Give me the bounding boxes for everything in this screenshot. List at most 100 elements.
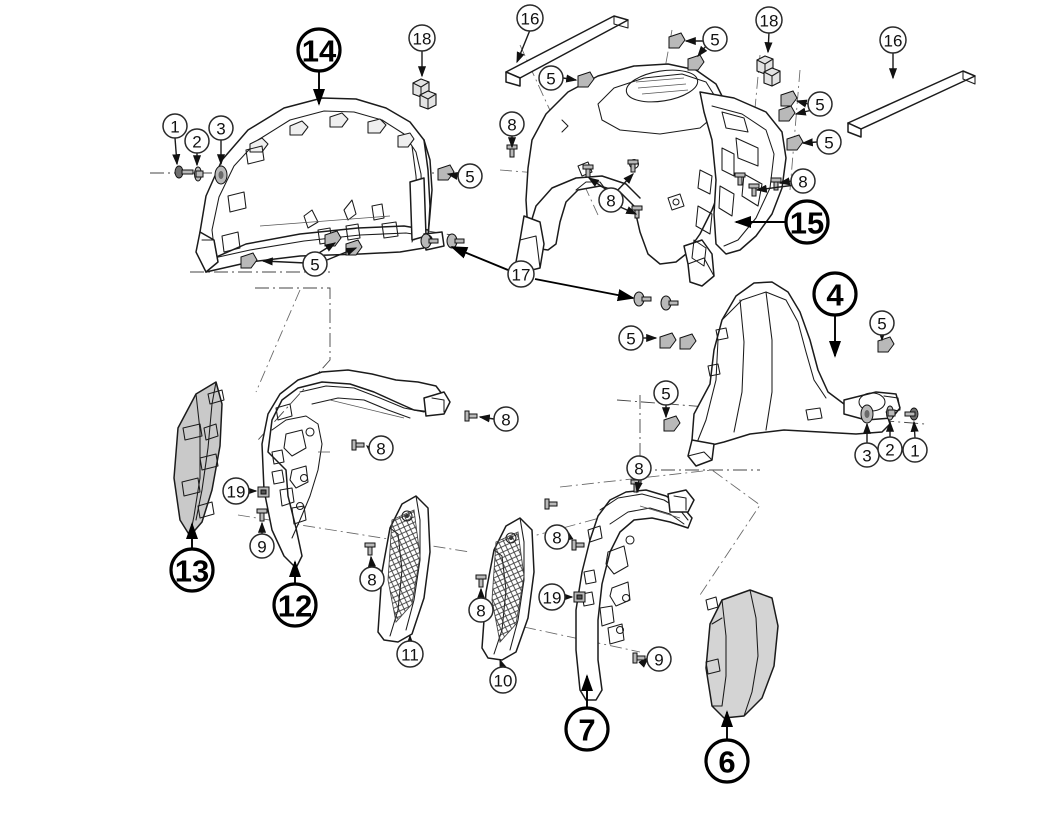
fastener-2-left (194, 166, 204, 182)
callout-18-c18a[interactable]: 18 (408, 24, 436, 52)
callout-label: 8 (798, 173, 807, 192)
callout-label: 8 (501, 411, 510, 430)
fastener-3-right (860, 404, 874, 424)
callout-13-label: 13 (175, 554, 209, 589)
callout-9-c9a[interactable]: 9 (249, 533, 275, 559)
callout-14[interactable]: 14 (296, 27, 342, 73)
callout-8-c8d[interactable]: 8 (493, 406, 519, 432)
part-14-front-fender (195, 97, 445, 273)
part-18-clip-pair-right (756, 55, 781, 87)
callout-4[interactable]: 4 (812, 271, 858, 317)
callout-1-c1a[interactable]: 1 (162, 113, 188, 139)
callout-label: 8 (606, 192, 615, 211)
part-18-clip-pair-left (412, 78, 437, 110)
clip-5c (659, 332, 895, 432)
callout-17-c17[interactable]: 17 (507, 260, 535, 288)
callout-label: 8 (507, 116, 516, 135)
callout-label: 3 (216, 120, 225, 139)
callout-16-c16b[interactable]: 16 (879, 26, 907, 54)
callout-label: 1 (170, 118, 179, 137)
part-12-bracket (261, 369, 451, 569)
fastener-1-left (174, 165, 194, 179)
grommet-19 (257, 486, 586, 603)
callout-label: 5 (710, 31, 719, 50)
callout-label: 8 (376, 440, 385, 459)
callout-12-label: 12 (278, 589, 312, 624)
callout-label: 17 (512, 266, 531, 285)
callout-8-c8h[interactable]: 8 (626, 455, 652, 481)
callout-5-c5f[interactable]: 5 (816, 129, 842, 155)
fastener-1-right (904, 407, 919, 421)
callout-3-c3b[interactable]: 3 (854, 442, 880, 468)
callout-19-c19b[interactable]: 19 (538, 583, 566, 611)
callout-10-c10[interactable]: 10 (489, 666, 517, 694)
callout-7[interactable]: 7 (564, 706, 610, 752)
callout-5-c5e[interactable]: 5 (807, 91, 833, 117)
callout-5-c5g[interactable]: 5 (618, 325, 644, 351)
callout-label: 19 (227, 483, 246, 502)
part-10-vent-grille (481, 517, 535, 661)
callout-1-c1b[interactable]: 1 (902, 437, 928, 463)
callout-6-label: 6 (718, 745, 735, 780)
callout-8-c8e[interactable]: 8 (368, 435, 394, 461)
callout-5-c5i[interactable]: 5 (869, 310, 895, 336)
collar-17 (420, 233, 679, 311)
part-4-mudguard (687, 281, 901, 467)
callout-label: 5 (310, 256, 319, 275)
callout-label: 5 (465, 168, 474, 187)
callout-label: 8 (476, 602, 485, 621)
callout-label: 5 (877, 315, 886, 334)
callout-label: 5 (626, 330, 635, 349)
callout-label: 18 (413, 30, 432, 49)
callout-18-c18b[interactable]: 18 (755, 6, 783, 34)
callout-7-label: 7 (578, 713, 595, 748)
part-11-vent-grille (377, 495, 431, 643)
fastener-3-left (214, 165, 228, 185)
callout-4-label: 4 (826, 278, 844, 313)
callout-9-c9b[interactable]: 9 (646, 646, 672, 672)
part-16-trim-rail-right (847, 70, 976, 138)
callout-label: 19 (543, 589, 562, 608)
part-16-trim-rail-left (505, 15, 629, 87)
callout-5-c5d[interactable]: 5 (702, 26, 728, 52)
callout-11-c11[interactable]: 11 (396, 640, 424, 668)
part-13-side-cover (173, 381, 225, 537)
callout-label: 8 (634, 460, 643, 479)
callout-5-c5b[interactable]: 5 (302, 251, 328, 277)
callout-8-c8c[interactable]: 8 (790, 168, 816, 194)
callout-5-c5h[interactable]: 5 (653, 380, 679, 406)
callout-15[interactable]: 15 (784, 199, 830, 245)
callout-label: 5 (546, 70, 555, 89)
callout-13[interactable]: 13 (169, 547, 215, 593)
callout-label: 1 (910, 442, 919, 461)
callout-6[interactable]: 6 (704, 738, 750, 784)
callout-label: 18 (760, 12, 779, 31)
callout-8-c8i[interactable]: 8 (544, 524, 570, 550)
callout-label: 5 (824, 134, 833, 153)
callout-2-c2a[interactable]: 2 (184, 128, 210, 154)
callout-label: 8 (552, 529, 561, 548)
callout-16-c16a[interactable]: 16 (516, 4, 544, 32)
callout-label: 9 (654, 651, 663, 670)
callout-5-c5c[interactable]: 5 (538, 65, 564, 91)
part-7-bracket (575, 489, 695, 701)
callout-2-c2b[interactable]: 2 (877, 436, 903, 462)
callout-label: 2 (885, 441, 894, 460)
fasteners-group (174, 32, 919, 664)
callout-label: 5 (815, 96, 824, 115)
callout-14-label: 14 (302, 34, 337, 69)
callout-5-c5a[interactable]: 5 (457, 163, 483, 189)
callout-8-c8g[interactable]: 8 (468, 597, 494, 623)
callout-label: 8 (367, 571, 376, 590)
callout-8-c8b[interactable]: 8 (598, 187, 624, 213)
callout-3-c3a[interactable]: 3 (208, 115, 234, 141)
callout-8-c8a[interactable]: 8 (499, 111, 525, 137)
callout-12[interactable]: 12 (272, 582, 318, 628)
main-callouts: 14 15 4 13 12 7 6 (169, 27, 858, 784)
callout-8-c8f[interactable]: 8 (359, 566, 385, 592)
callout-15-label: 15 (790, 206, 824, 241)
callout-19-c19a[interactable]: 19 (222, 477, 250, 505)
